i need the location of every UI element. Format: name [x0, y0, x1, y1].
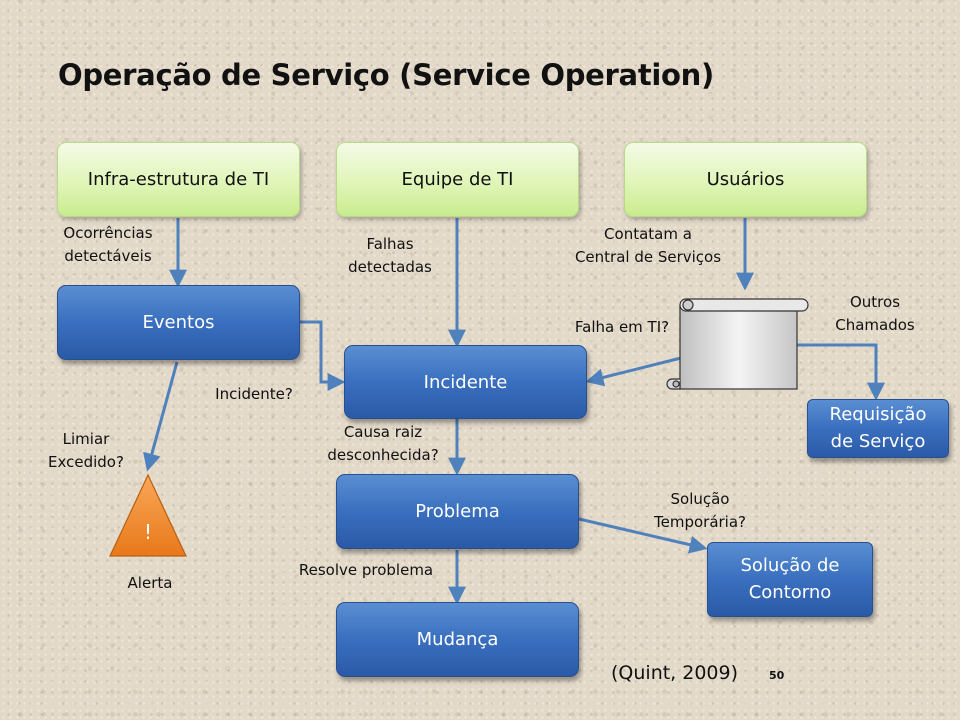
node-usuarios-label: Usuários — [706, 169, 785, 190]
alert-mark: ! — [143, 520, 153, 544]
label-causa-raiz: Causa raiz desconhecida? — [327, 423, 439, 464]
label-incidente-question: Incidente? — [215, 385, 293, 403]
scroll-icon — [666, 298, 809, 390]
node-eventos: Eventos — [57, 285, 300, 360]
node-problema: Problema — [336, 474, 579, 549]
arrow-problema-solucao — [578, 517, 708, 554]
page-number: 50 — [769, 669, 785, 682]
label-alerta: Alerta — [127, 574, 173, 592]
label-limiar: Limiar Excedido? — [48, 430, 124, 471]
label-falhas: Falhas detectadas — [348, 235, 432, 276]
label-falha-ti: Falha em TI? — [574, 318, 670, 336]
node-incidente-label: Incidente — [423, 371, 508, 393]
node-equipe-label: Equipe de TI — [401, 169, 514, 190]
node-problema-label: Problema — [415, 501, 500, 522]
node-requisicao-servico: Requisição de Serviço — [807, 399, 949, 458]
node-mudanca-label: Mudança — [416, 629, 499, 650]
node-mudanca: Mudança — [336, 602, 579, 677]
label-solucao-temporaria: Solução Temporária? — [654, 490, 746, 531]
label-ocorrencias: Ocorrências detectáveis — [63, 224, 153, 265]
citation: (Quint, 2009) — [611, 662, 739, 684]
alert-triangle-icon — [109, 473, 187, 557]
node-solucao-contorno: Solução de Contorno — [707, 542, 873, 617]
node-equipe-ti: Equipe de TI — [336, 142, 579, 217]
node-solucao-label: Solução de Contorno — [740, 555, 840, 603]
page-title: Operação de Serviço (Service Operation) — [58, 58, 714, 92]
arrow-central-incidente — [585, 356, 682, 387]
label-resolve-problema: Resolve problema — [298, 561, 434, 579]
label-contatam: Contatam a Central de Serviços — [574, 225, 722, 266]
node-requisicao-label: Requisição de Serviço — [829, 404, 927, 452]
node-usuarios: Usuários — [624, 142, 867, 217]
arrow-eventos-incidente — [300, 320, 346, 391]
node-incidente: Incidente — [344, 345, 587, 419]
arrow-eventos-alerta — [143, 361, 179, 472]
label-outros-chamados: Outros Chamados — [835, 293, 915, 334]
node-infra-label: Infra-estrutura de TI — [87, 169, 270, 190]
arrow-central-requisicao — [797, 343, 885, 401]
node-eventos-label: Eventos — [142, 312, 215, 333]
node-infra-estrutura: Infra-estrutura de TI — [57, 142, 300, 217]
